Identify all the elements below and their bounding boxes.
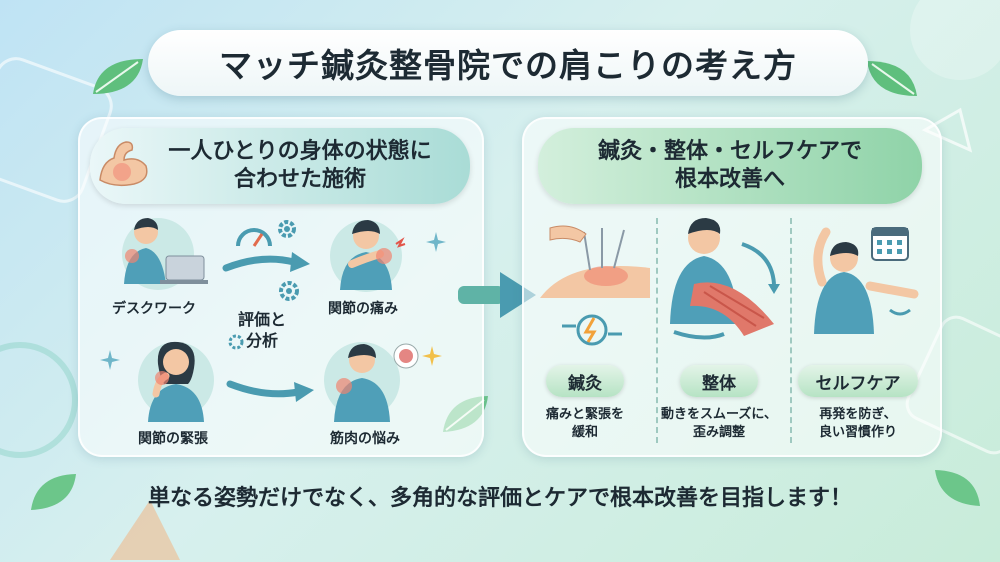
desc-self-care-line2: 良い習慣作り (818, 424, 897, 440)
label-evaluation: 評価と 分析 (238, 310, 286, 352)
page-title: マッチ鍼灸整骨院での肩こりの考え方 (219, 46, 797, 85)
calendar-icon (871, 227, 909, 261)
left-panel-heading: 一人ひとりの身体の状態に 合わせた施術 (90, 128, 470, 204)
label-evaluation-line2: 分析 (246, 330, 279, 350)
leaf-icon (867, 61, 917, 96)
label-joint-tension: 関節の緊張 (138, 431, 208, 447)
desc-seitai-line2: 歪み調整 (692, 424, 745, 440)
flexed-arm-icon (99, 141, 148, 187)
desc-self-care: 再発を防ぎ、 良い習慣作り (798, 406, 918, 441)
muscle-trouble-illustration (324, 342, 419, 422)
label-joint-pain: 関節の痛み (328, 301, 398, 317)
gear-icon (228, 334, 244, 350)
arrow-icon (458, 272, 536, 318)
leaf-icon (935, 470, 980, 506)
nerve-relief-icon (562, 314, 622, 346)
desc-self-care-line1: 再発を防ぎ、 (819, 407, 897, 422)
column-divider (790, 218, 792, 443)
shoulder-pain-illustration (330, 220, 406, 292)
left-heading-line1: 一人ひとりの身体の状態に (168, 138, 432, 164)
left-heading-line2: 合わせた施術 (233, 167, 366, 192)
label-desk-work: デスクワーク (112, 301, 196, 317)
desc-seitai: 動きをスムーズに、 歪み調整 (650, 406, 788, 441)
desc-acupuncture-line1: 痛みと緊張を (545, 407, 624, 422)
acupuncture-illustration (540, 225, 650, 298)
sparkle-icon (422, 346, 442, 366)
right-heading-line1: 鍼灸・整体・セルフケアで (597, 138, 862, 164)
desc-seitai-line1: 動きをスムーズに、 (661, 407, 777, 422)
desc-acupuncture: 痛みと緊張を 緩和 (530, 406, 640, 441)
arrow-icon (222, 252, 310, 272)
leaf-icon (31, 474, 76, 510)
stretching-illustration (813, 227, 919, 334)
body-adjustment-illustration (670, 218, 780, 340)
bottom-message: 単なる姿勢だけでなく、多角的な評価とケアで根本改善を目指します！ (147, 486, 852, 511)
gear-icon (278, 220, 296, 238)
sparkle-icon (426, 232, 446, 252)
column-divider (656, 218, 658, 443)
tag-self-care: セルフケア (798, 365, 918, 397)
right-heading-line2: 根本改善へ (674, 167, 785, 192)
tag-acupuncture: 鍼灸 (546, 365, 624, 397)
gear-icon (279, 281, 299, 301)
desk-worker-illustration (122, 218, 208, 290)
neck-tension-illustration (138, 341, 214, 422)
title-banner: マッチ鍼灸整骨院での肩こりの考え方 (148, 30, 868, 96)
desc-acupuncture-line2: 緩和 (571, 424, 598, 440)
leaf-icon (93, 59, 143, 94)
right-panel-heading: 鍼灸・整体・セルフケアで 根本改善へ (538, 128, 922, 204)
tag-seitai: 整体 (680, 365, 758, 397)
gauge-icon (236, 228, 272, 247)
arrow-icon (226, 380, 314, 402)
sparkle-icon (100, 350, 120, 370)
label-muscle-trouble: 筋肉の悩み (330, 431, 400, 447)
label-evaluation-line1: 評価と (238, 310, 287, 329)
